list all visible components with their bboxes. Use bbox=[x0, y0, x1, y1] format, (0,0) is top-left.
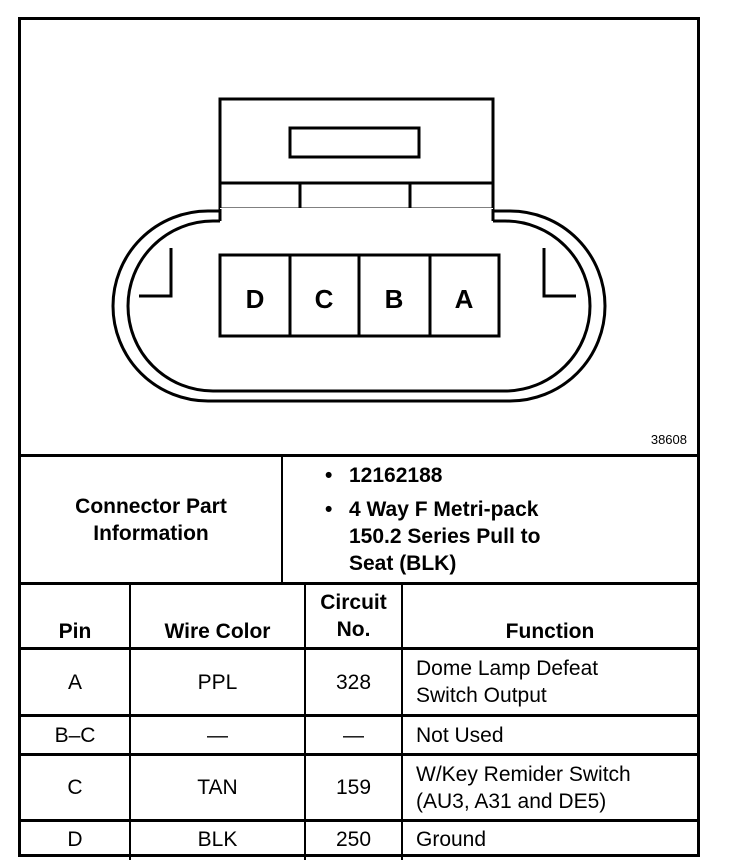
row-c-pin: C bbox=[67, 776, 83, 799]
row-a-circuit: 328 bbox=[335, 670, 372, 694]
left-key bbox=[139, 248, 173, 298]
figure-number: 38608 bbox=[651, 432, 687, 447]
header-circuit-line2: No. bbox=[336, 618, 371, 641]
row-d-circuit: 250 bbox=[335, 828, 372, 851]
divider-row-a bbox=[21, 714, 697, 717]
header-circuit: Circuit No. bbox=[306, 585, 401, 647]
header-pin: Pin bbox=[58, 620, 92, 643]
part-number: 12162188 bbox=[349, 464, 443, 487]
pin-label-a: A bbox=[455, 284, 474, 314]
divider-diagram bbox=[21, 454, 697, 457]
part-description-line3: Seat (BLK) bbox=[349, 552, 457, 575]
row-d-wire-color: BLK bbox=[197, 828, 238, 851]
connector-diagram: D C B A 38608 bbox=[21, 20, 697, 456]
right-key bbox=[542, 248, 576, 298]
part-info-label: Connector Part Information bbox=[21, 457, 281, 583]
divider-part-info bbox=[21, 582, 697, 585]
row-c-circuit: 159 bbox=[335, 776, 372, 799]
row-bc-circuit: — bbox=[343, 723, 364, 747]
divider-row-bc bbox=[21, 753, 697, 756]
column-divider-3 bbox=[401, 584, 403, 860]
part-info-label-line2: Information bbox=[93, 522, 209, 545]
connector-face-drawing: D C B A 38608 bbox=[111, 97, 687, 447]
connector-sheet: D C B A 38608 Connector Part Information… bbox=[18, 17, 700, 860]
row-d-pin: D bbox=[67, 828, 83, 851]
part-description-line2: 150.2 Series Pull to bbox=[349, 525, 541, 548]
divider-part-info-vertical bbox=[281, 456, 283, 584]
row-bc-function: Not Used bbox=[416, 723, 504, 747]
row-c-function-line1: W/Key Remider Switch bbox=[416, 762, 631, 786]
row-c-function: W/Key Remider Switch (AU3, A31 and DE5) bbox=[403, 756, 697, 819]
header-function: Function bbox=[505, 620, 595, 643]
row-d-function: Ground bbox=[416, 828, 487, 851]
row-bc-pin: B–C bbox=[54, 723, 96, 747]
pin-label-b: B bbox=[385, 284, 404, 314]
header-wire-color: Wire Color bbox=[164, 620, 271, 643]
header-circuit-line1: Circuit bbox=[320, 591, 387, 614]
row-a-function-line1: Dome Lamp Defeat bbox=[416, 657, 599, 680]
column-divider-1 bbox=[129, 584, 131, 860]
row-c-function-line2: (AU3, A31 and DE5) bbox=[416, 789, 607, 813]
divider-row-c bbox=[21, 819, 697, 822]
row-a-function: Dome Lamp Defeat Switch Output bbox=[403, 650, 697, 714]
row-a-pin: A bbox=[67, 670, 82, 694]
row-c-wire-color: TAN bbox=[197, 776, 238, 799]
row-a-wire-color: PPL bbox=[197, 670, 238, 694]
divider-header bbox=[21, 647, 697, 650]
pin-label-c: C bbox=[315, 284, 334, 314]
pin-label-d: D bbox=[246, 284, 265, 314]
part-info-label-line1: Connector Part bbox=[75, 495, 227, 518]
column-divider-2 bbox=[304, 584, 306, 860]
part-description-line1: 4 Way F Metri-pack bbox=[349, 498, 539, 521]
row-a-function-line2: Switch Output bbox=[416, 684, 547, 707]
row-bc-wire-color: — bbox=[207, 723, 228, 747]
latch-window bbox=[288, 126, 421, 159]
